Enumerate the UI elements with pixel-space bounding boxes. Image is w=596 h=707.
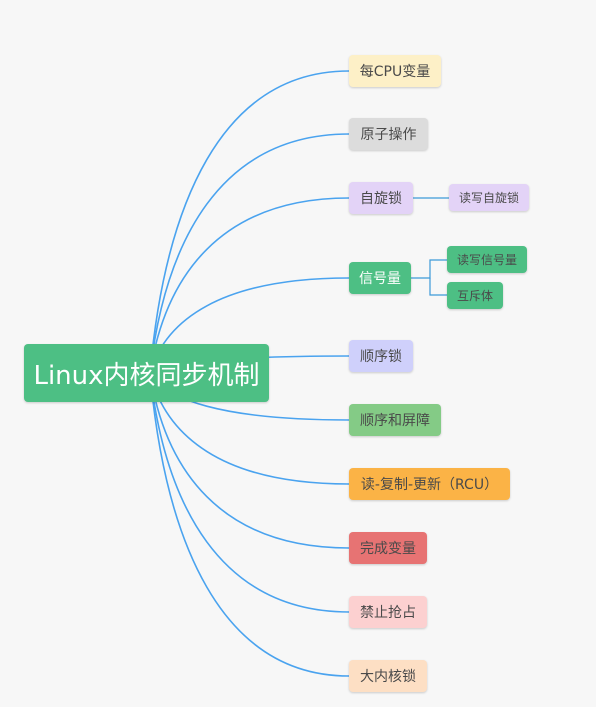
edge-semaphore-mutex [429,277,448,296]
edge-semaphore-rwsem [410,259,448,279]
node-rcu[interactable]: 读-复制-更新（RCU） [349,468,510,500]
node-spinlock[interactable]: 自旋锁 [349,182,413,214]
node-big-kernel-lock[interactable]: 大内核锁 [349,660,427,692]
node-completion-variable[interactable]: 完成变量 [349,532,427,564]
root-node[interactable]: Linux内核同步机制 [24,344,269,402]
node-seqlock[interactable]: 顺序锁 [349,340,413,372]
node-mutex[interactable]: 互斥体 [447,282,503,309]
edge-root-bkl [149,372,350,677]
node-semaphore[interactable]: 信号量 [349,262,411,294]
node-ordering-and-barriers[interactable]: 顺序和屏障 [349,404,441,436]
node-disable-preemption[interactable]: 禁止抢占 [349,596,427,628]
node-atomic-operation[interactable]: 原子操作 [349,118,428,150]
node-rw-semaphore[interactable]: 读写信号量 [447,246,527,273]
edge-root-completion [149,372,350,549]
edge-root-spinlock [149,197,350,374]
edge-root-percpu [149,70,350,374]
node-rw-spinlock[interactable]: 读写自旋锁 [449,184,529,211]
node-percpu-variable[interactable]: 每CPU变量 [349,55,441,87]
edge-root-atomic [149,133,350,374]
edge-root-preempt [149,372,350,613]
